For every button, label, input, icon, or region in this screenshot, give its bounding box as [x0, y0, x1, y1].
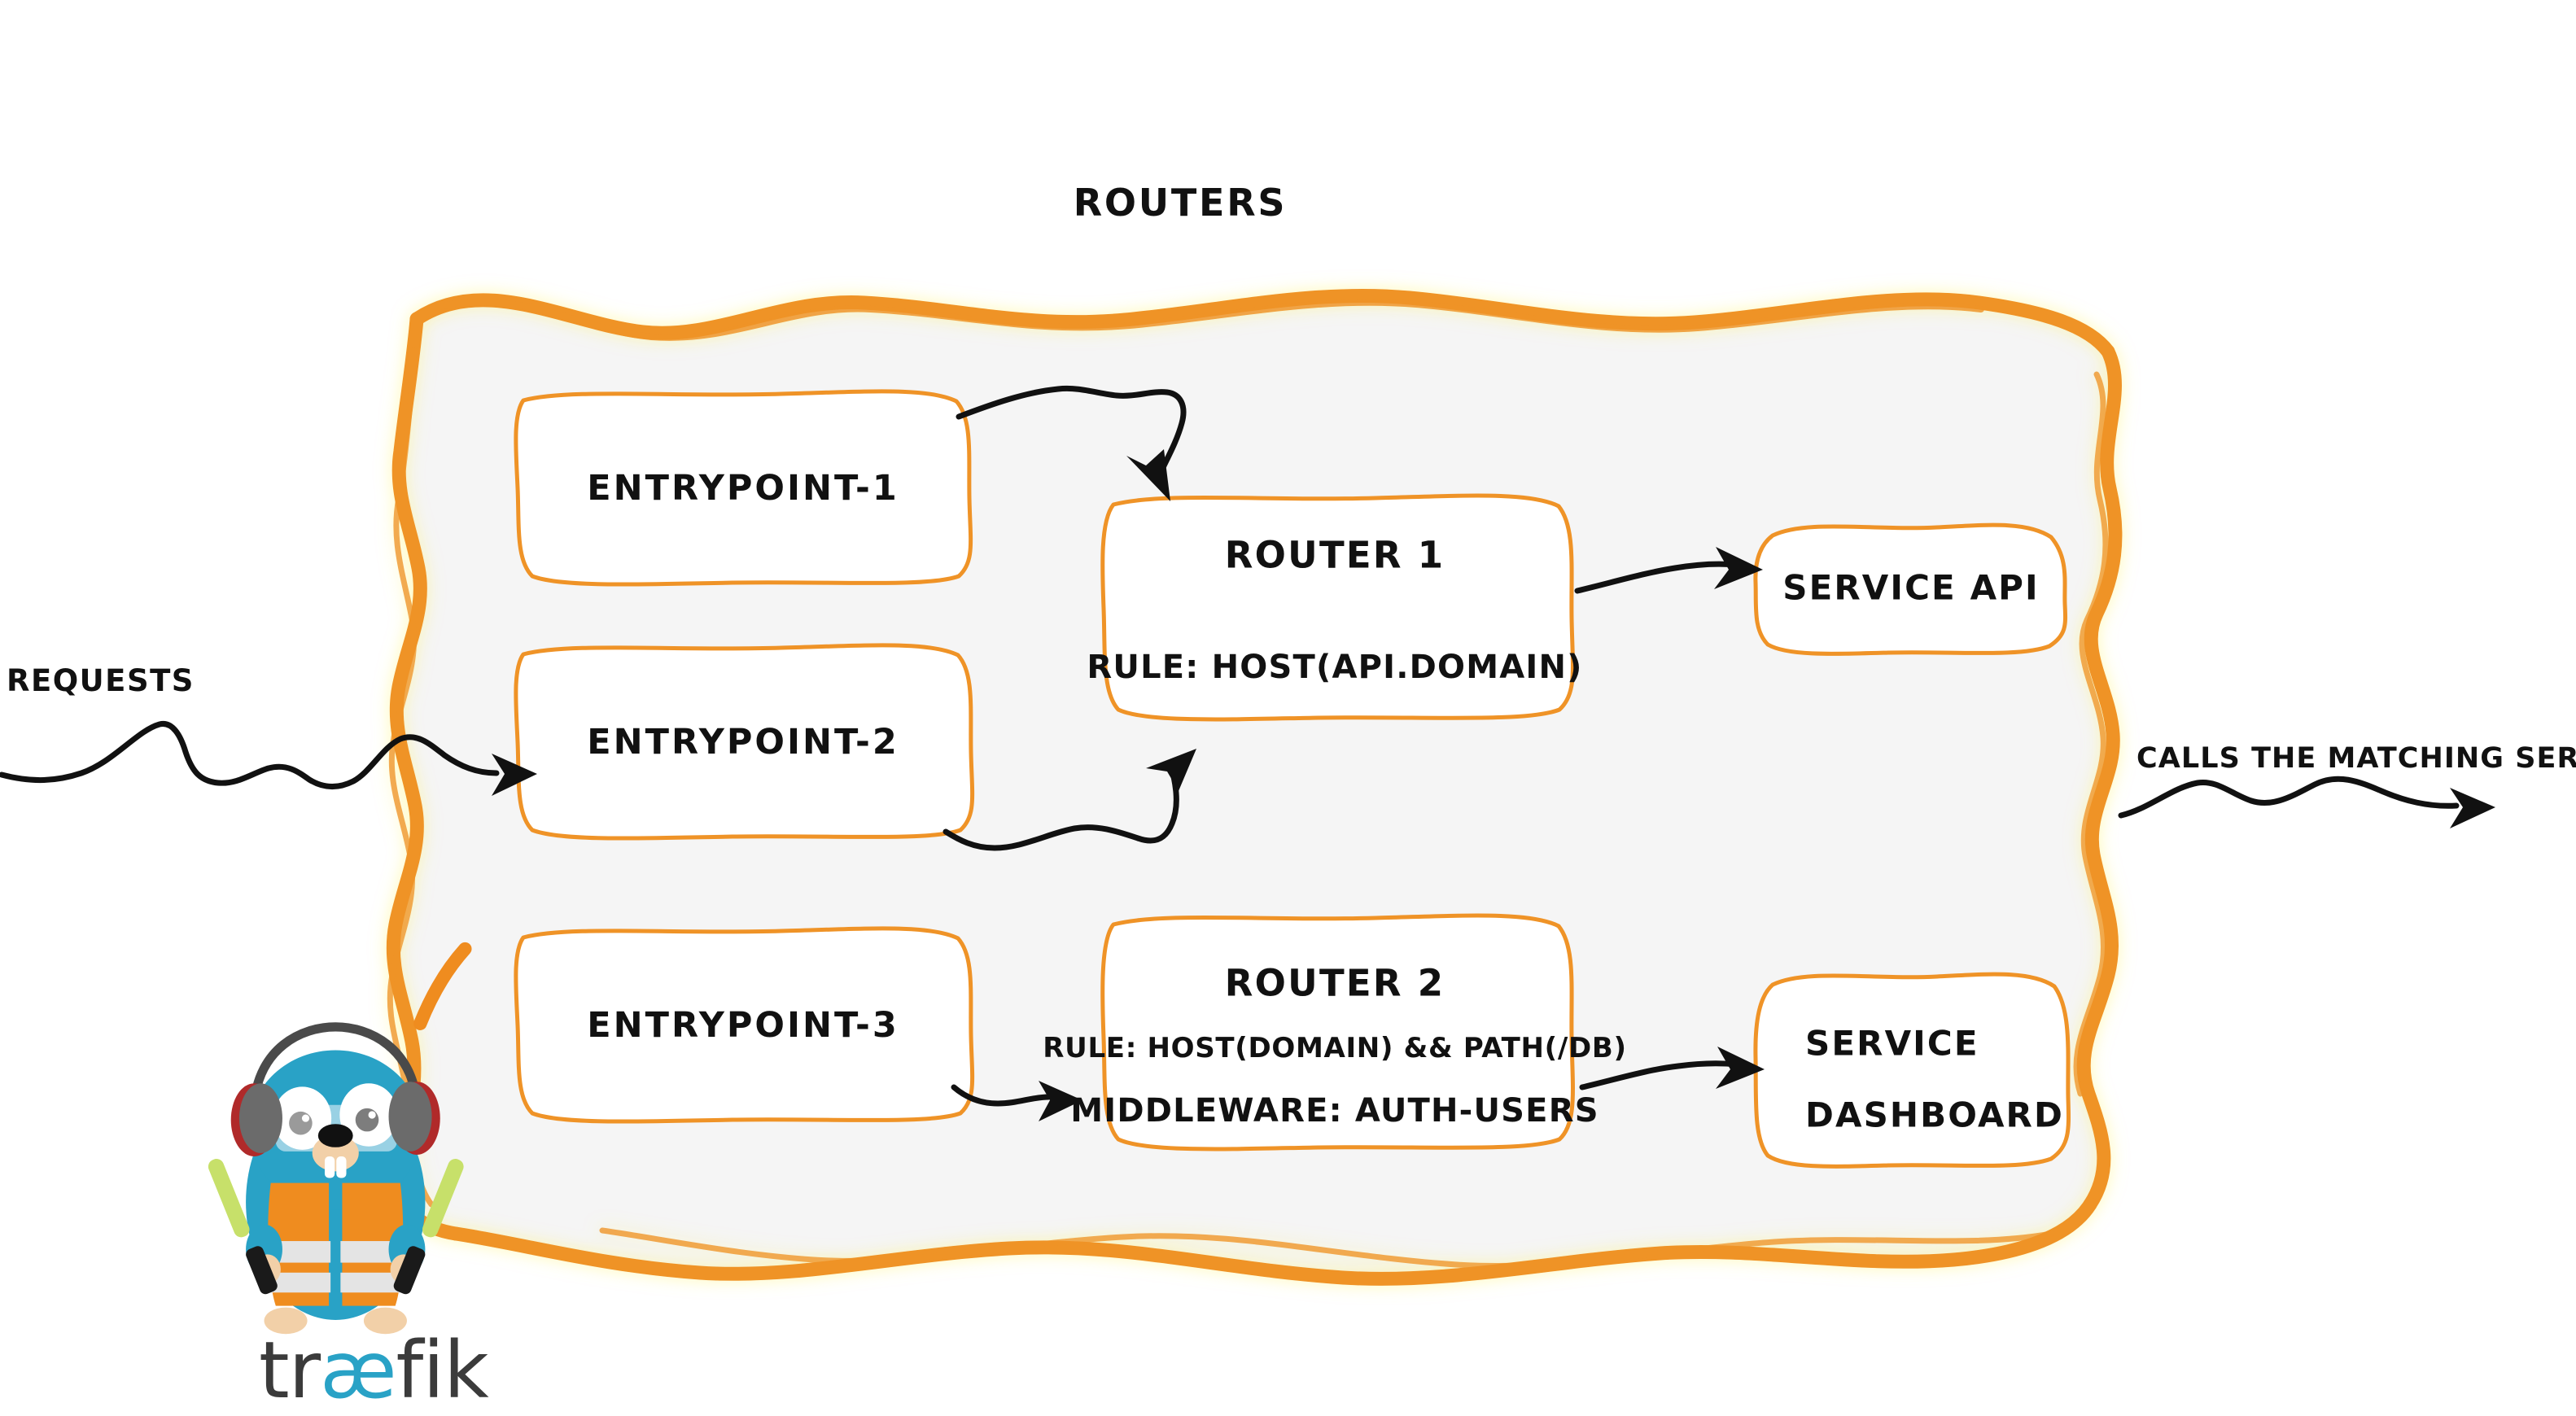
wordmark-part-ae: æ [320, 1325, 396, 1416]
service-dashboard-label-line2: Dashboard [1805, 1095, 2064, 1135]
wordmark-part-post: fik [396, 1325, 489, 1416]
routers-panel-border-right [2076, 344, 2123, 1212]
router-2-rule: rule: Host(domain) && Path(/db) [1043, 1032, 1627, 1064]
arrow-calls-outbound [2118, 776, 2495, 828]
arrow-requests-inbound [0, 721, 537, 796]
arrow-entrypoint2-router1 [942, 749, 1196, 851]
entrypoint-3-label: entrypoint-3 [587, 1005, 899, 1046]
router-1-box[interactable] [1100, 493, 1575, 722]
routers-panel-border-bottom-2 [599, 1227, 2054, 1269]
wordmark-part-pre: tr [259, 1325, 321, 1416]
router-2-title: Router 2 [1224, 961, 1445, 1005]
routers-panel-border-bottom [448, 1197, 2097, 1286]
service-api-label: Service API [1782, 567, 2040, 608]
routers-panel-border-left-2 [387, 347, 435, 1208]
arrow-entrypoint3-router2 [951, 1081, 1082, 1121]
traefik-wordmark: træfik [259, 1331, 489, 1409]
entrypoint-1-label: entrypoint-1 [587, 468, 899, 509]
routers-panel-border-top [409, 288, 2115, 359]
calls-matching-server-label: Calls the matching server [2136, 742, 2576, 775]
router-2-middleware: Middleware: auth-users [1070, 1092, 1599, 1130]
page-title: Routers [1073, 181, 1288, 225]
traefik-gopher-mascot [208, 942, 472, 1335]
service-dashboard-label-line1: Service [1805, 1023, 1979, 1064]
routers-panel-border-right-2 [2073, 371, 2109, 1097]
router-1-title: Router 1 [1224, 533, 1445, 577]
arrow-entrypoint1-router1 [956, 385, 1187, 501]
service-api-box[interactable] [1753, 522, 2068, 656]
arrow-router2-servicedashboard [1579, 1047, 1765, 1090]
routers-panel-border-top-2 [433, 299, 1984, 341]
arrows [0, 385, 2495, 1121]
router-1-rule: rule: Host(api.domain) [1087, 649, 1583, 686]
entrypoint-2-label: entrypoint-2 [587, 722, 899, 763]
router-2-box[interactable] [1100, 913, 1575, 1152]
entrypoint-1-box[interactable] [514, 389, 973, 587]
arrow-router1-serviceapi [1574, 547, 1763, 594]
requests-label: Requests [7, 663, 195, 698]
service-dashboard-box[interactable] [1753, 972, 2071, 1169]
entrypoint-2-box[interactable] [514, 643, 975, 841]
entrypoint-3-box[interactable] [514, 926, 975, 1124]
